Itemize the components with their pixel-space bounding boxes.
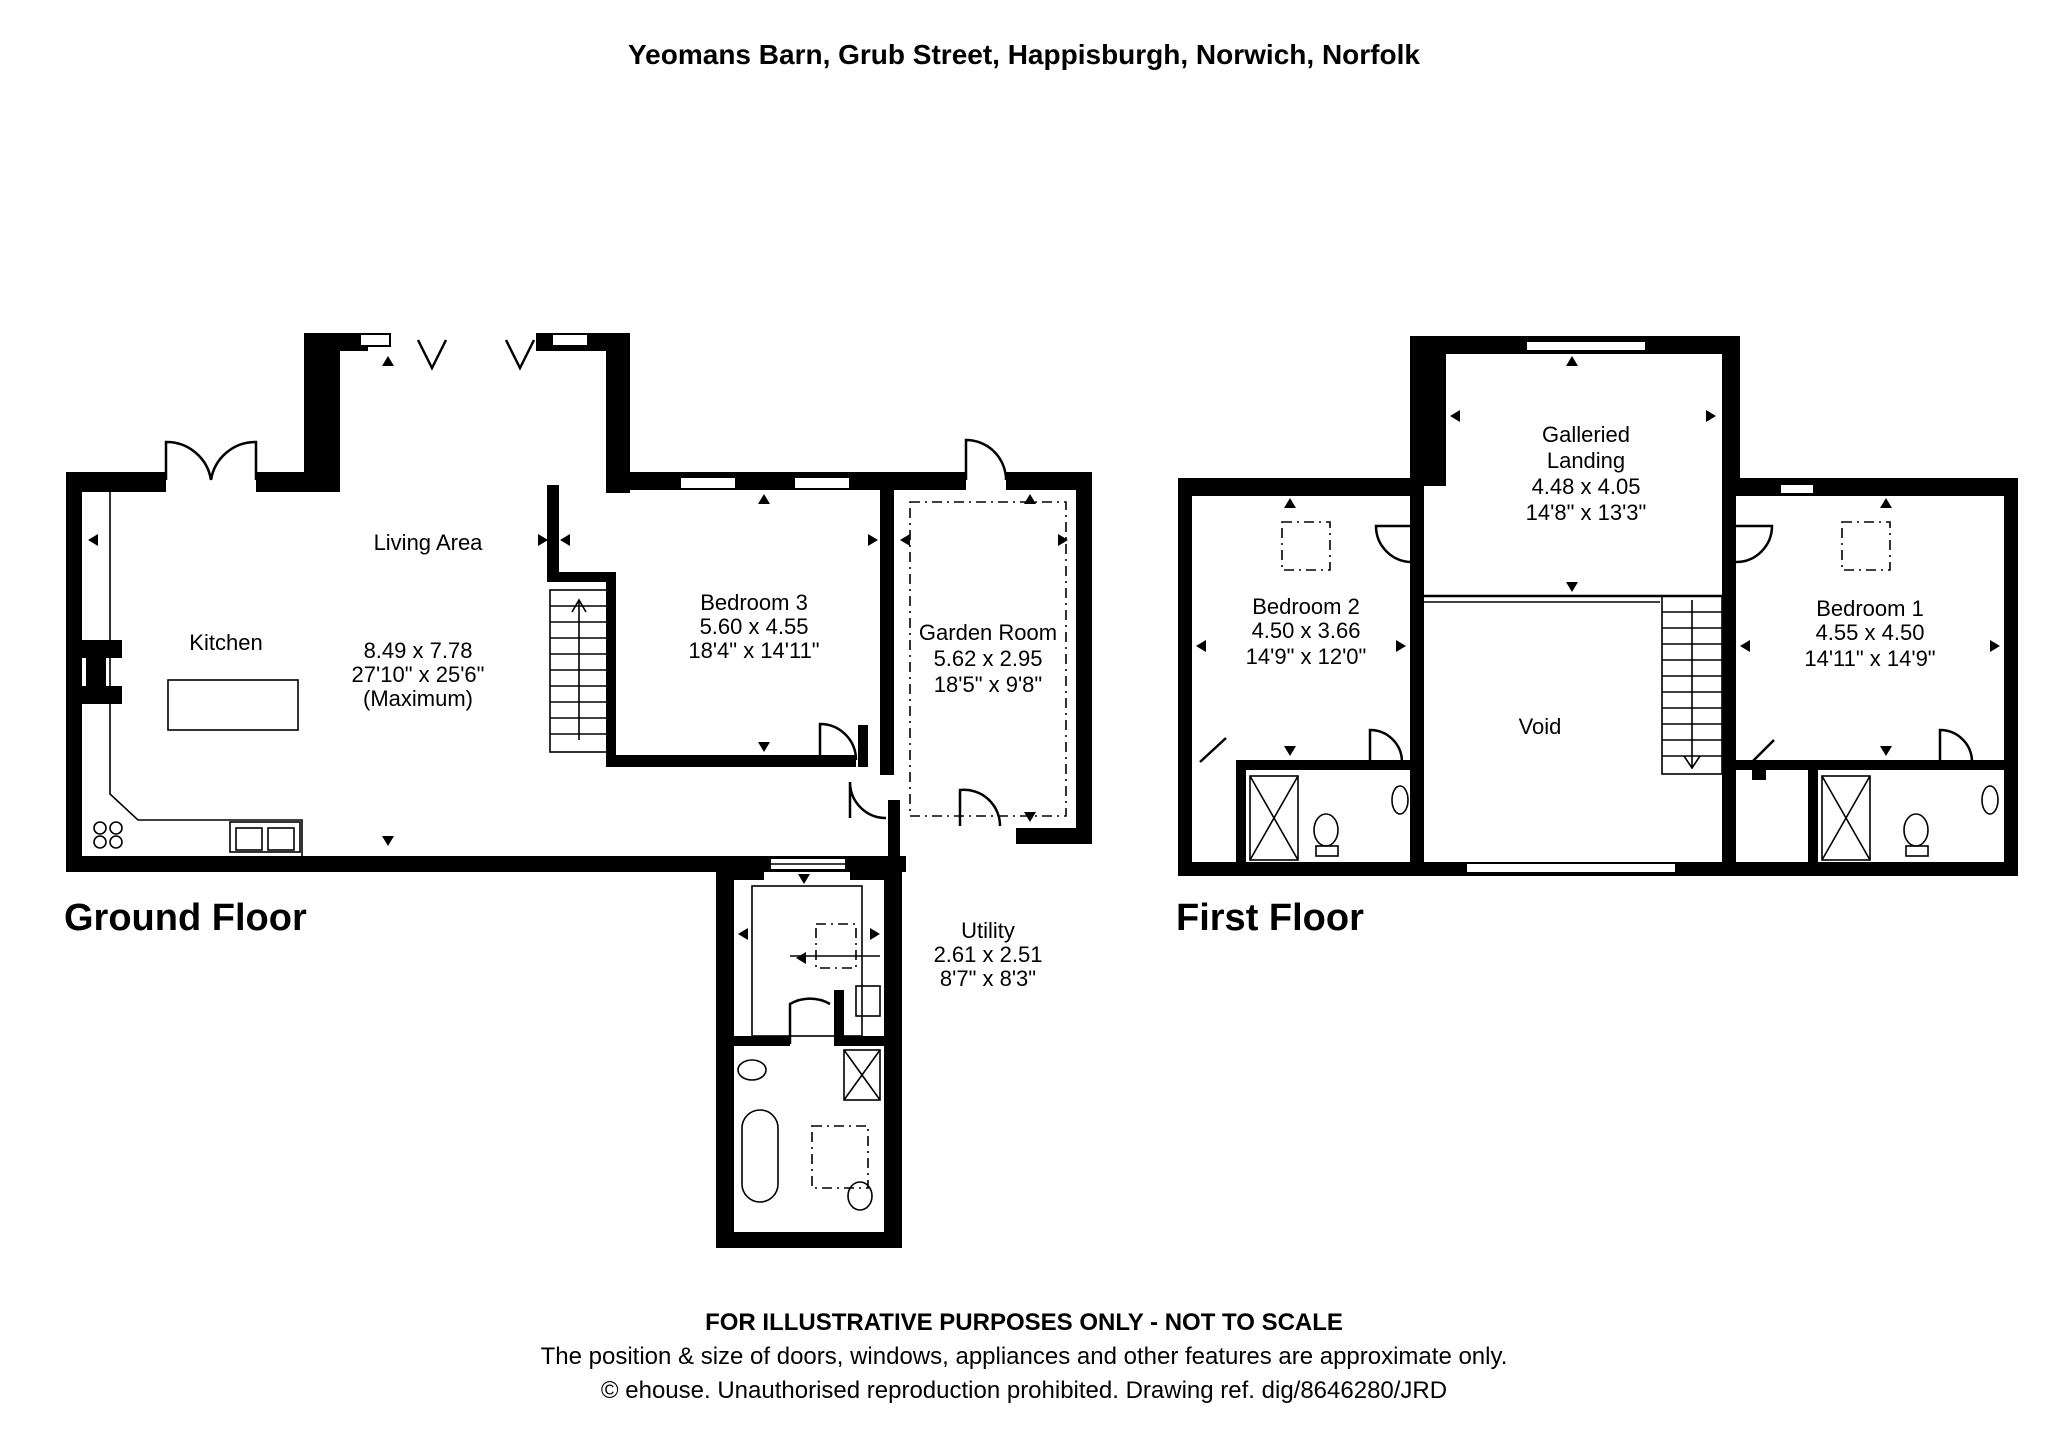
landing-dims-m: 4.48 x 4.05 [1532,474,1641,499]
living-area-dims-m: 8.49 x 7.78 [364,638,473,663]
utility-dims-ft: 8'7" x 8'3" [940,966,1036,991]
landing-dims-ft: 14'8" x 13'3" [1526,500,1647,525]
utility-name: Utility [961,918,1015,943]
first-floor-walls [1178,336,2018,876]
copyright-text: © ehouse. Unauthorised reproduction proh… [601,1377,1447,1404]
bedroom1-dims-ft: 14'11" x 14'9" [1804,646,1935,671]
disclaimer-text: The position & size of doors, windows, a… [541,1343,1508,1370]
first-floor: Galleried Landing 4.48 x 4.05 14'8" x 13… [1176,336,2018,939]
kitchen-name: Kitchen [189,630,262,655]
bedroom2-dims-m: 4.50 x 3.66 [1252,618,1361,643]
plan-title: Yeomans Barn, Grub Street, Happisburgh, … [628,39,1420,70]
bedroom3-dims-ft: 18'4" x 14'11" [688,638,819,663]
void-name: Void [1519,714,1562,739]
ground-floor-label: Ground Floor [64,897,307,939]
living-area-dims-ft: 27'10" x 25'6" [352,662,485,687]
bedroom2-dims-ft: 14'9" x 12'0" [1246,644,1367,669]
garden-room-name: Garden Room [919,620,1057,645]
landing-name-2: Landing [1547,448,1625,473]
living-area-name: Living Area [374,530,484,555]
garden-room-dims-m: 5.62 x 2.95 [934,646,1043,671]
utility-dims-m: 2.61 x 2.51 [934,942,1043,967]
disclaimer-heading: FOR ILLUSTRATIVE PURPOSES ONLY - NOT TO … [705,1309,1343,1336]
bedroom3-dims-m: 5.60 x 4.55 [700,614,809,639]
garden-room-dims-ft: 18'5" x 9'8" [934,672,1042,697]
first-floor-label: First Floor [1176,897,1364,939]
ground-floor: Living Area Kitchen 8.49 x 7.78 27'10" x… [64,333,1092,1248]
bedroom2-name: Bedroom 2 [1252,594,1360,619]
bedroom1-dims-m: 4.55 x 4.50 [1816,620,1925,645]
bedroom1-name: Bedroom 1 [1816,596,1924,621]
living-area-note: (Maximum) [363,686,473,711]
ground-floor-walls [66,333,1092,1248]
bedroom3-name: Bedroom 3 [700,590,808,615]
landing-name-1: Galleried [1542,422,1630,447]
